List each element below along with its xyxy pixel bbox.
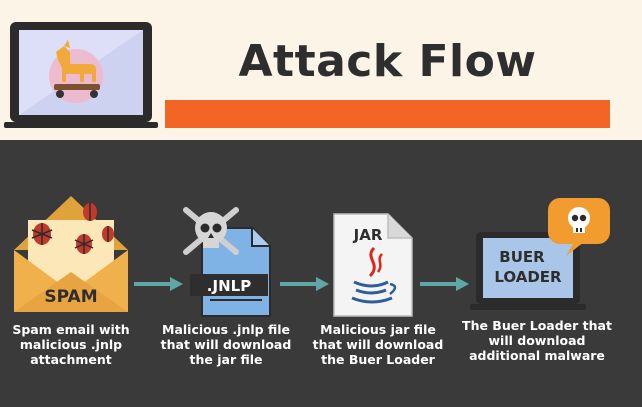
step-2-caption: Malicious .jnlp file that will download … [160, 322, 292, 367]
spam-label: SPAM [44, 287, 97, 307]
step-1-caption: Spam email with malicious .jnlp attachme… [12, 322, 130, 367]
page-title: Attack Flow [238, 36, 537, 87]
loader-label: LOADER [494, 268, 562, 286]
spam-envelope-icon: SPAM [14, 196, 128, 312]
skull-crossbones-icon [183, 207, 239, 255]
jar-label: JAR [353, 226, 383, 244]
trojan-horse-laptop-icon [4, 22, 158, 128]
java-jar-file-icon: JAR [333, 213, 413, 317]
flow-arrow-1-icon [134, 277, 183, 291]
jnlp-file-icon: .JNLP [183, 207, 271, 317]
flow-arrow-3-icon [420, 277, 469, 291]
buer-label: BUER [499, 248, 545, 266]
title-underline-bar [165, 100, 610, 128]
jnlp-label: .JNLP [207, 277, 251, 295]
buer-loader-laptop-icon: BUER LOADER [470, 198, 610, 310]
step-3-caption: Malicious jar file that will download th… [312, 322, 444, 367]
flow-arrow-2-icon [280, 277, 329, 291]
skull-speech-bubble-icon [548, 198, 610, 256]
step-4-caption: The Buer Loader that will download addit… [462, 318, 612, 363]
